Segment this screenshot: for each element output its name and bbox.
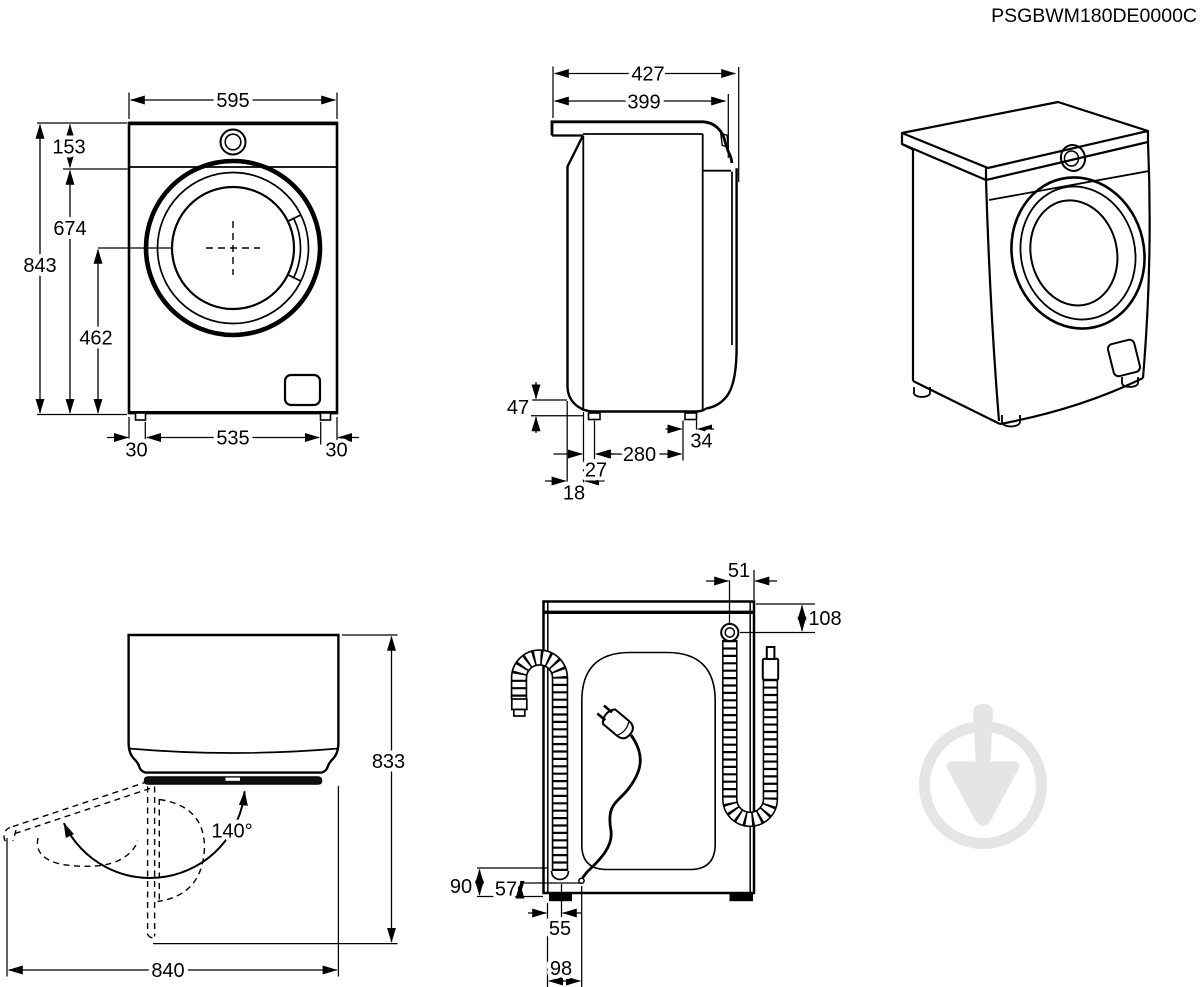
door-open-140: [3, 780, 151, 867]
perspective-view: [900, 100, 1151, 428]
drain-outlet: [720, 622, 740, 643]
dim-top-width-door-open: 840: [151, 960, 184, 982]
detergent-knob: [219, 128, 247, 156]
door-swing-arc: [62, 790, 248, 879]
foot-left: [134, 412, 147, 421]
side-view: 427 399 47 18 27 280 34: [503, 60, 740, 509]
dim-rear-drain-hose-side-offset: 55: [549, 918, 571, 940]
dim-rear-drain-outlet-side-offset: 51: [728, 560, 750, 582]
dim-rear-drain-hose-bottom-height: 90: [450, 876, 472, 898]
dim-front-foot-inset-left: 30: [125, 440, 147, 462]
dim-front-door-center-height: 462: [79, 328, 112, 350]
inlet-connector: [761, 657, 780, 681]
rear-foot-left: [549, 893, 572, 902]
filter-door: [283, 373, 322, 407]
filter-door-3d: [1106, 338, 1142, 378]
dim-top-depth-door-open: 833: [372, 751, 405, 773]
lid-profile: [550, 120, 734, 164]
rear-panel-recess: [581, 651, 716, 871]
top-body: [127, 633, 340, 774]
rear-foot-right: [729, 893, 753, 902]
rear-view: 51 108 90 57 55 98: [446, 556, 846, 987]
dim-front-lower-height: 674: [53, 218, 86, 240]
door-bulge: [705, 168, 738, 410]
inlet-hose: [720, 622, 780, 827]
top-view: 833 840 140°: [3, 633, 409, 986]
dim-side-depth-body: 399: [627, 92, 660, 114]
dim-front-width: 595: [216, 90, 249, 112]
drain-hose: [510, 649, 570, 881]
dim-side-foot-length: 34: [690, 431, 712, 453]
knob-3d: [1059, 144, 1087, 172]
dim-side-rear-recess-height: 47: [507, 397, 529, 419]
dim-front-foot-inset-right: 30: [325, 440, 347, 462]
dim-front-panel-height: 153: [52, 137, 85, 159]
foot-rear: [587, 412, 601, 421]
dim-rear-drain-outlet-top-offset: 108: [808, 608, 841, 630]
dim-side-depth-total: 427: [631, 64, 664, 86]
dim-side-rear-recess-depth: 18: [563, 483, 585, 505]
door-3d: [1010, 176, 1146, 330]
foot-right: [319, 412, 332, 421]
power-cord: [578, 704, 642, 885]
door-center-mark: [206, 221, 260, 275]
dim-top-door-angle: 140°: [211, 821, 252, 843]
dim-rear-cord-side-offset: 98: [550, 958, 572, 980]
dim-side-feet-spacing: 280: [623, 444, 656, 466]
dim-rear-cord-bottom-height: 57: [495, 879, 517, 901]
feet-3d: [913, 377, 1139, 428]
foot-front: [684, 412, 698, 421]
dim-front-feet-spacing: 535: [216, 428, 249, 450]
part-code: PSGBWM180DE0000C: [991, 5, 1197, 27]
power-plug-icon: [596, 704, 634, 740]
dim-side-rear-foot-offset: 27: [585, 460, 607, 482]
dim-front-total-height: 843: [23, 255, 56, 277]
front-view: 595 843 153 674 462 30 535 30: [19, 86, 359, 466]
door-open-90: [146, 786, 206, 939]
body-back-bottom: [566, 134, 707, 413]
